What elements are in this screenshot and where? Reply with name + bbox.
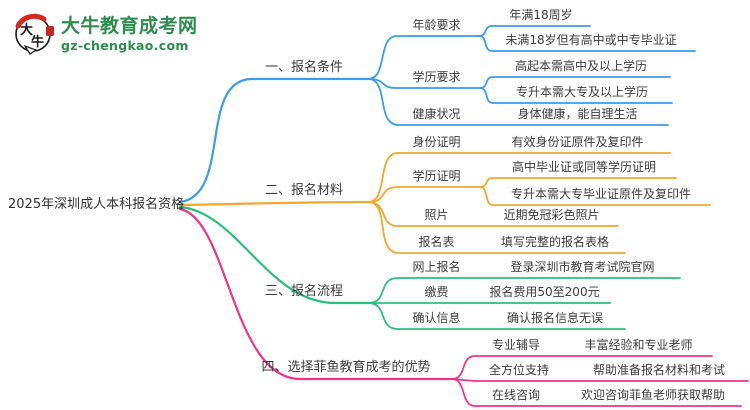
leaf-consult-feiyu-teacher: 欢迎咨询菲鱼老师获取帮助: [580, 388, 725, 402]
leaf-under-18-diploma: 未满18岁但有高中或中专毕业证: [505, 33, 677, 47]
leaf-confirm-correct: 确认报名信息无误: [506, 311, 603, 325]
site-logo: 大 牛 大牛教育成考网 gz-chengkao.com: [12, 10, 212, 62]
root-topic: 2025年深圳成人本科报名资格: [8, 197, 185, 212]
child-education-requirement: 学历要求: [412, 70, 461, 84]
child-full-support: 全方位支持: [488, 363, 549, 377]
child-education-proof: 学历证明: [412, 169, 461, 183]
leaf-highschool-diploma: 高中毕业证或同等学历证明: [511, 160, 656, 174]
leaf-complete-form: 填写完整的报名表格: [500, 235, 609, 249]
branch-registration-conditions: 一、报名条件: [264, 60, 343, 75]
branch-registration-materials: 二、报名材料: [264, 183, 343, 198]
child-online-consultation: 在线咨询: [491, 388, 540, 402]
branch-4-lines: [178, 207, 749, 407]
child-online-registration: 网上报名: [412, 260, 461, 274]
leaf-age-18: 年满18周岁: [509, 8, 573, 22]
leaf-zhuanshengben-college: 专升本需大专及以上学历: [515, 85, 648, 99]
leaf-experienced-teachers: 丰富经验和专业老师: [584, 338, 693, 352]
child-registration-form: 报名表: [418, 235, 455, 249]
child-id-proof: 身份证明: [412, 135, 461, 149]
logo-char-1: 大: [20, 22, 33, 38]
child-professional-tutoring: 专业辅导: [491, 338, 540, 352]
child-confirm-info: 确认信息: [412, 311, 461, 325]
child-photo: 照片: [424, 208, 449, 222]
logo-domain-url: gz-chengkao.com: [61, 38, 189, 53]
leaf-help-materials-exam: 帮助准备报名材料和考试: [592, 363, 725, 377]
leaf-college-diploma-copy: 专升本需大专毕业证原件及复印件: [510, 187, 691, 201]
leaf-fee-50-200: 报名费用50至200元: [489, 285, 600, 299]
branch-1-lines: [178, 25, 696, 204]
branch-feiyu-advantages: 四、选择菲鱼教育成考的优势: [261, 360, 431, 375]
branch-2-lines: [178, 152, 711, 254]
branch-3-lines: [178, 205, 681, 330]
logo-title: 大牛教育成考网: [61, 15, 198, 37]
leaf-login-exam-website: 登录深圳市教育考试院官网: [510, 260, 655, 274]
child-payment: 缴费: [424, 285, 449, 299]
leaf-healthy-selfcare: 身体健康，能自理生活: [517, 107, 638, 121]
logo-char-2: 牛: [31, 34, 44, 50]
leaf-recent-color-photo: 近期免冠彩色照片: [503, 208, 600, 222]
daniu-logo-icon: 大 牛: [15, 13, 54, 55]
branch-registration-process: 三、报名流程: [264, 284, 343, 299]
child-health-status: 健康状况: [412, 107, 461, 121]
child-age-requirement: 年龄要求: [412, 18, 461, 32]
leaf-id-original-copy: 有效身份证原件及复印件: [511, 135, 644, 149]
leaf-gaoqiben-highschool: 高起本需高中及以上学历: [514, 59, 647, 73]
